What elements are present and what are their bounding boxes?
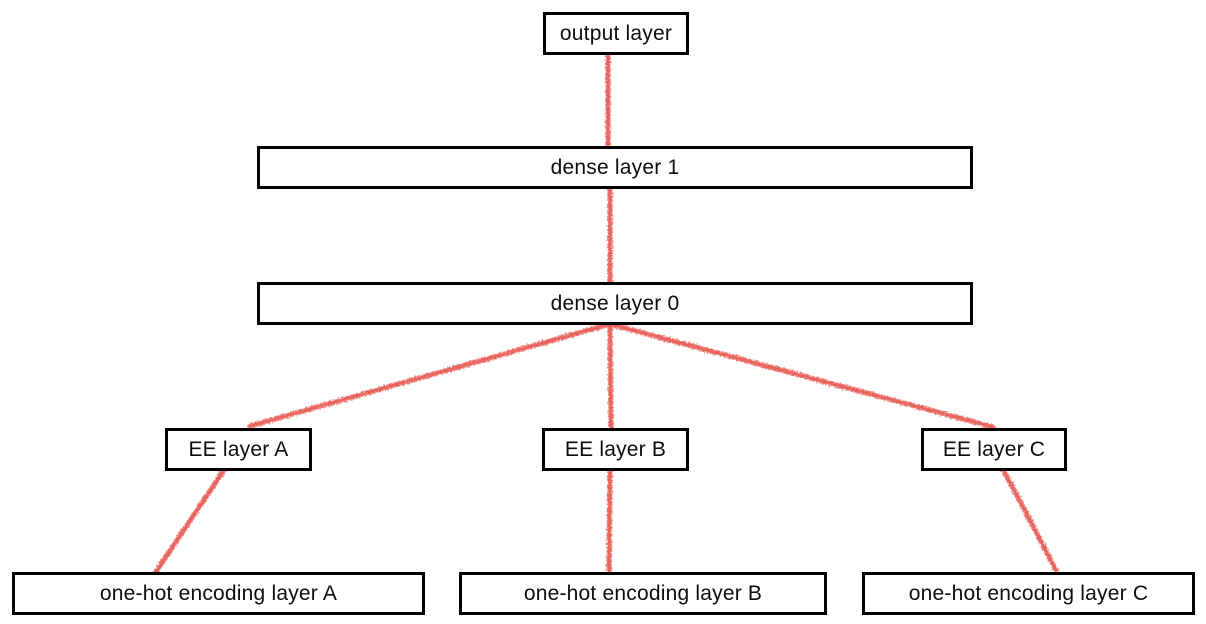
node-one-hot-encoding-layer-c-label: one-hot encoding layer C xyxy=(908,581,1149,605)
node-ee-layer-b: EE layer B xyxy=(542,428,689,471)
node-ee-layer-c: EE layer C xyxy=(921,428,1067,471)
edge-group xyxy=(152,50,1059,576)
node-one-hot-encoding-layer-a-label: one-hot encoding layer A xyxy=(99,581,338,605)
node-dense-layer-1-label: dense layer 1 xyxy=(550,155,680,179)
node-one-hot-encoding-layer-a: one-hot encoding layer A xyxy=(12,572,425,615)
node-ee-layer-a-label: EE layer A xyxy=(188,437,289,461)
node-one-hot-encoding-layer-b-label: one-hot encoding layer B xyxy=(523,581,763,605)
edge-dense0-eeC xyxy=(608,322,995,429)
node-one-hot-encoding-layer-c: one-hot encoding layer C xyxy=(862,572,1195,615)
node-ee-layer-b-label: EE layer B xyxy=(564,437,667,461)
edge-dense0-eeA xyxy=(248,322,612,428)
node-ee-layer-c-label: EE layer C xyxy=(942,437,1046,461)
edge-eeC-onehotC xyxy=(1001,467,1058,572)
edge-eeB-onehotB xyxy=(607,467,612,575)
node-ee-layer-a: EE layer A xyxy=(165,428,312,471)
node-output-layer-label: output layer xyxy=(559,21,673,45)
node-one-hot-encoding-layer-b: one-hot encoding layer B xyxy=(459,572,827,615)
node-output-layer: output layer xyxy=(543,12,689,55)
node-dense-layer-0: dense layer 0 xyxy=(257,282,973,325)
node-dense-layer-0-label: dense layer 0 xyxy=(550,291,680,315)
edge-dense0-eeB xyxy=(608,322,613,432)
node-dense-layer-1: dense layer 1 xyxy=(257,146,973,189)
edge-eeA-onehotA xyxy=(153,468,226,575)
